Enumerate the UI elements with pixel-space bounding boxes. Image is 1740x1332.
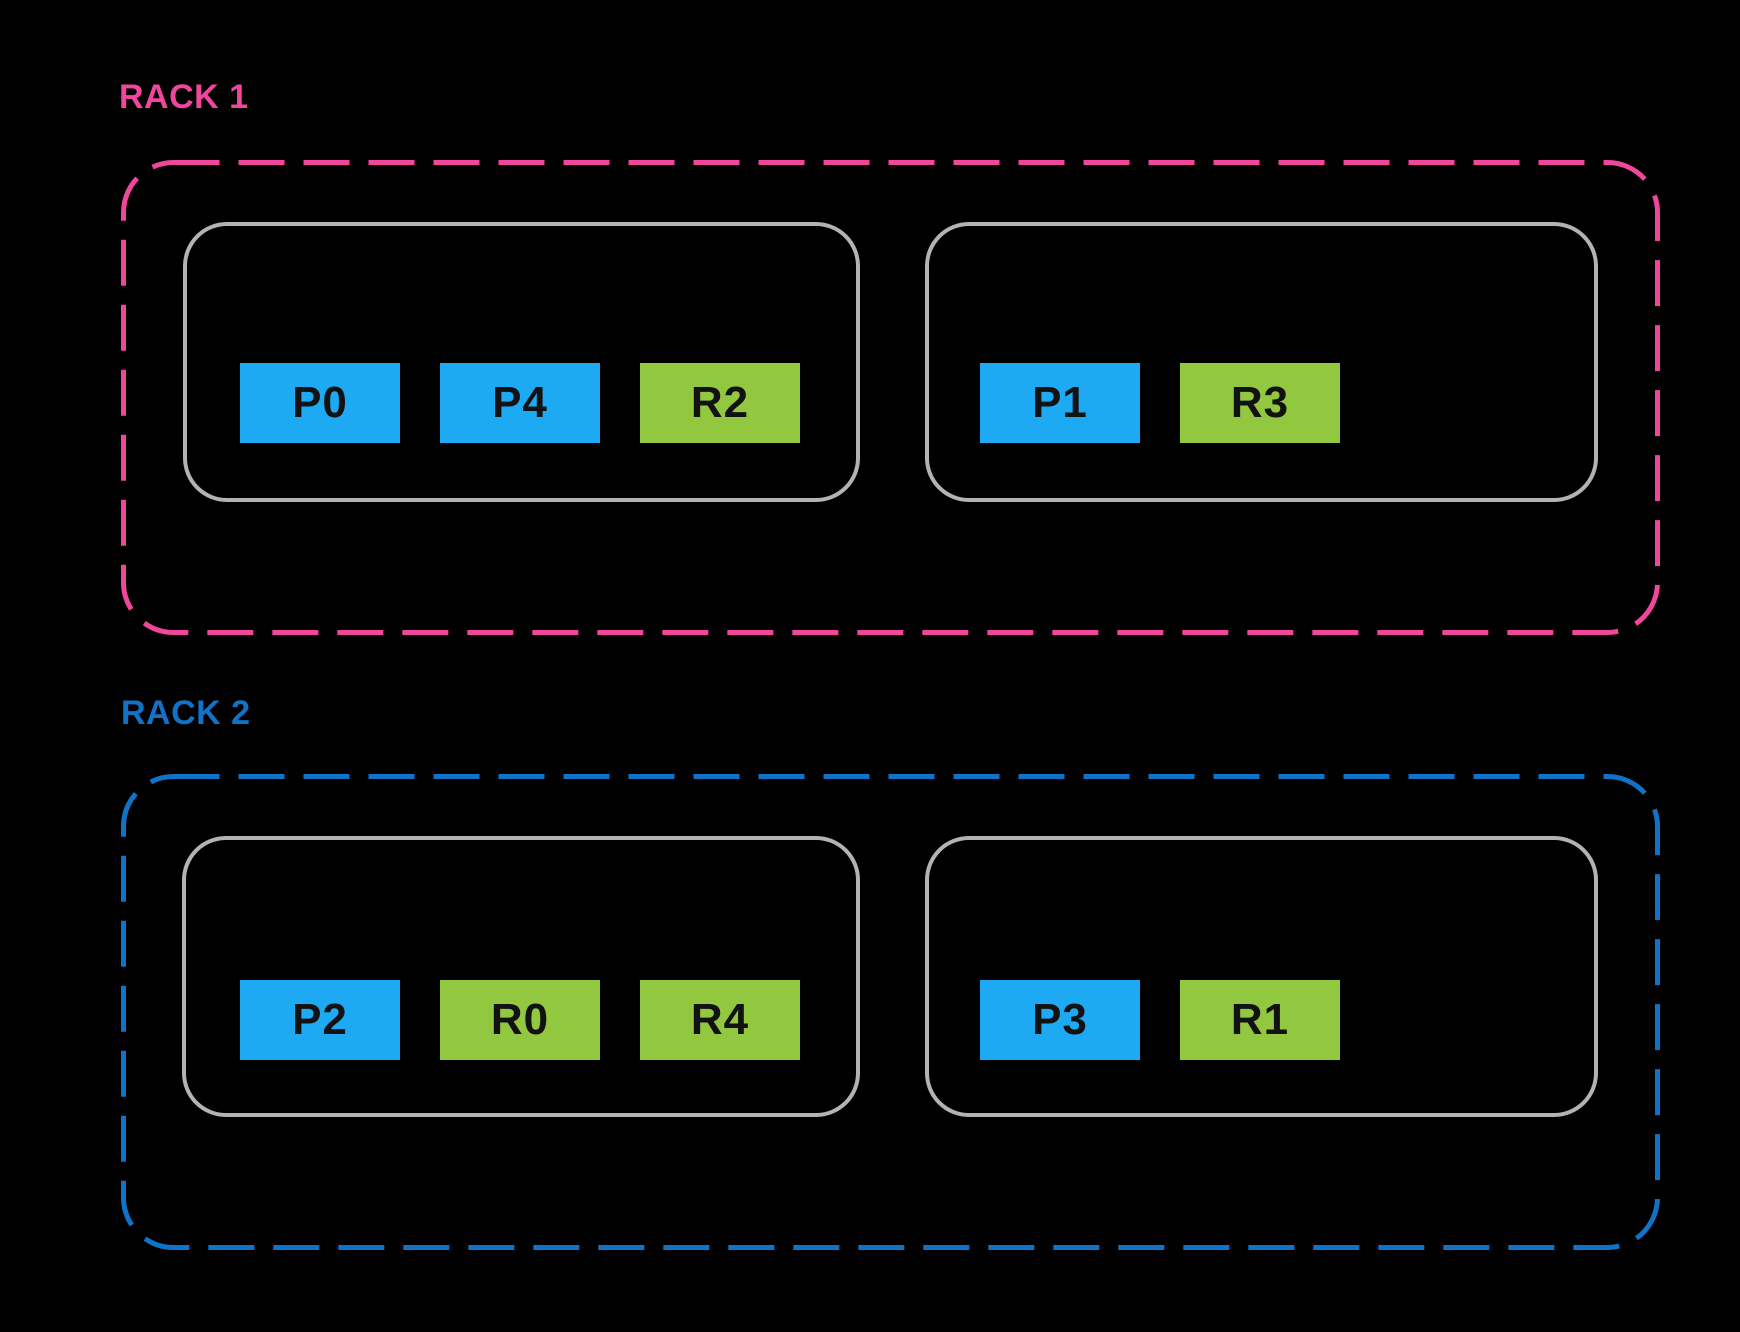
- rack2-node-1: P2 R0 R4: [182, 836, 860, 1117]
- rack1-node-1: P0 P4 R2: [183, 222, 860, 502]
- shard-box-r3: R3: [1180, 363, 1340, 443]
- shard-box-p4: P4: [440, 363, 600, 443]
- shard-box-p2: P2: [240, 980, 400, 1060]
- shard-box-r4: R4: [640, 980, 800, 1060]
- shard-box-r0: R0: [440, 980, 600, 1060]
- shard-box-r1: R1: [1180, 980, 1340, 1060]
- rack2-node-2: P3 R1: [925, 836, 1598, 1117]
- rack1-dashed-outline: [121, 160, 1660, 635]
- shard-box-p3: P3: [980, 980, 1140, 1060]
- rack1-node-2: P1 R3: [925, 222, 1598, 502]
- rack2-dashed-outline: [121, 774, 1660, 1250]
- rack1-label: RACK 1: [119, 78, 249, 116]
- shard-box-p0: P0: [240, 363, 400, 443]
- shard-box-r2: R2: [640, 363, 800, 443]
- shard-box-p1: P1: [980, 363, 1140, 443]
- rack2-label: RACK 2: [121, 694, 251, 732]
